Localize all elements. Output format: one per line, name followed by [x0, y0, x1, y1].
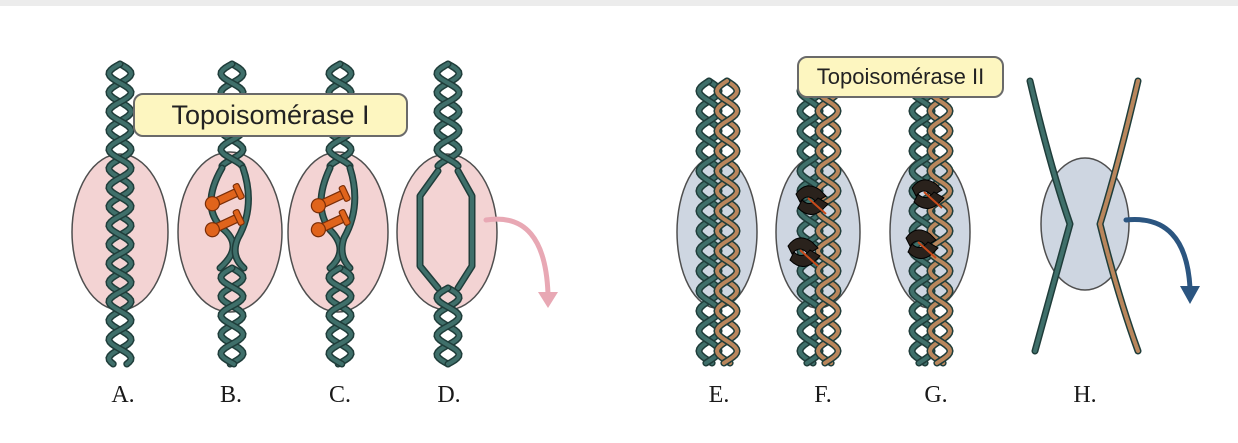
- topoisomerase-diagram: [0, 6, 1238, 443]
- topoisomerase-1-label: Topoisomérase I: [133, 93, 408, 137]
- dna-helix-g-teal: [912, 81, 932, 363]
- rotation-arrow-h: [1126, 220, 1200, 304]
- dna-helix-a: [109, 64, 131, 364]
- step-label-a: A.: [98, 382, 148, 409]
- dna-helix-e-orange: [717, 81, 737, 363]
- step-label-c: C.: [315, 382, 365, 409]
- dna-helix-d-top: [437, 64, 459, 166]
- topoisomerase-2-label: Topoisomérase II: [797, 56, 1004, 98]
- step-label-b: B.: [206, 382, 256, 409]
- step-label-e: E.: [694, 382, 744, 409]
- dna-helix-f-teal: [800, 81, 820, 363]
- dna-helix-f-orange: [818, 81, 838, 363]
- step-label-h: H.: [1060, 382, 1110, 409]
- step-label-f: F.: [798, 382, 848, 409]
- dna-helix-g-orange: [930, 81, 950, 363]
- step-label-d: D.: [424, 382, 474, 409]
- dna-helix-e-teal: [699, 81, 719, 363]
- step-label-g: G.: [911, 382, 961, 409]
